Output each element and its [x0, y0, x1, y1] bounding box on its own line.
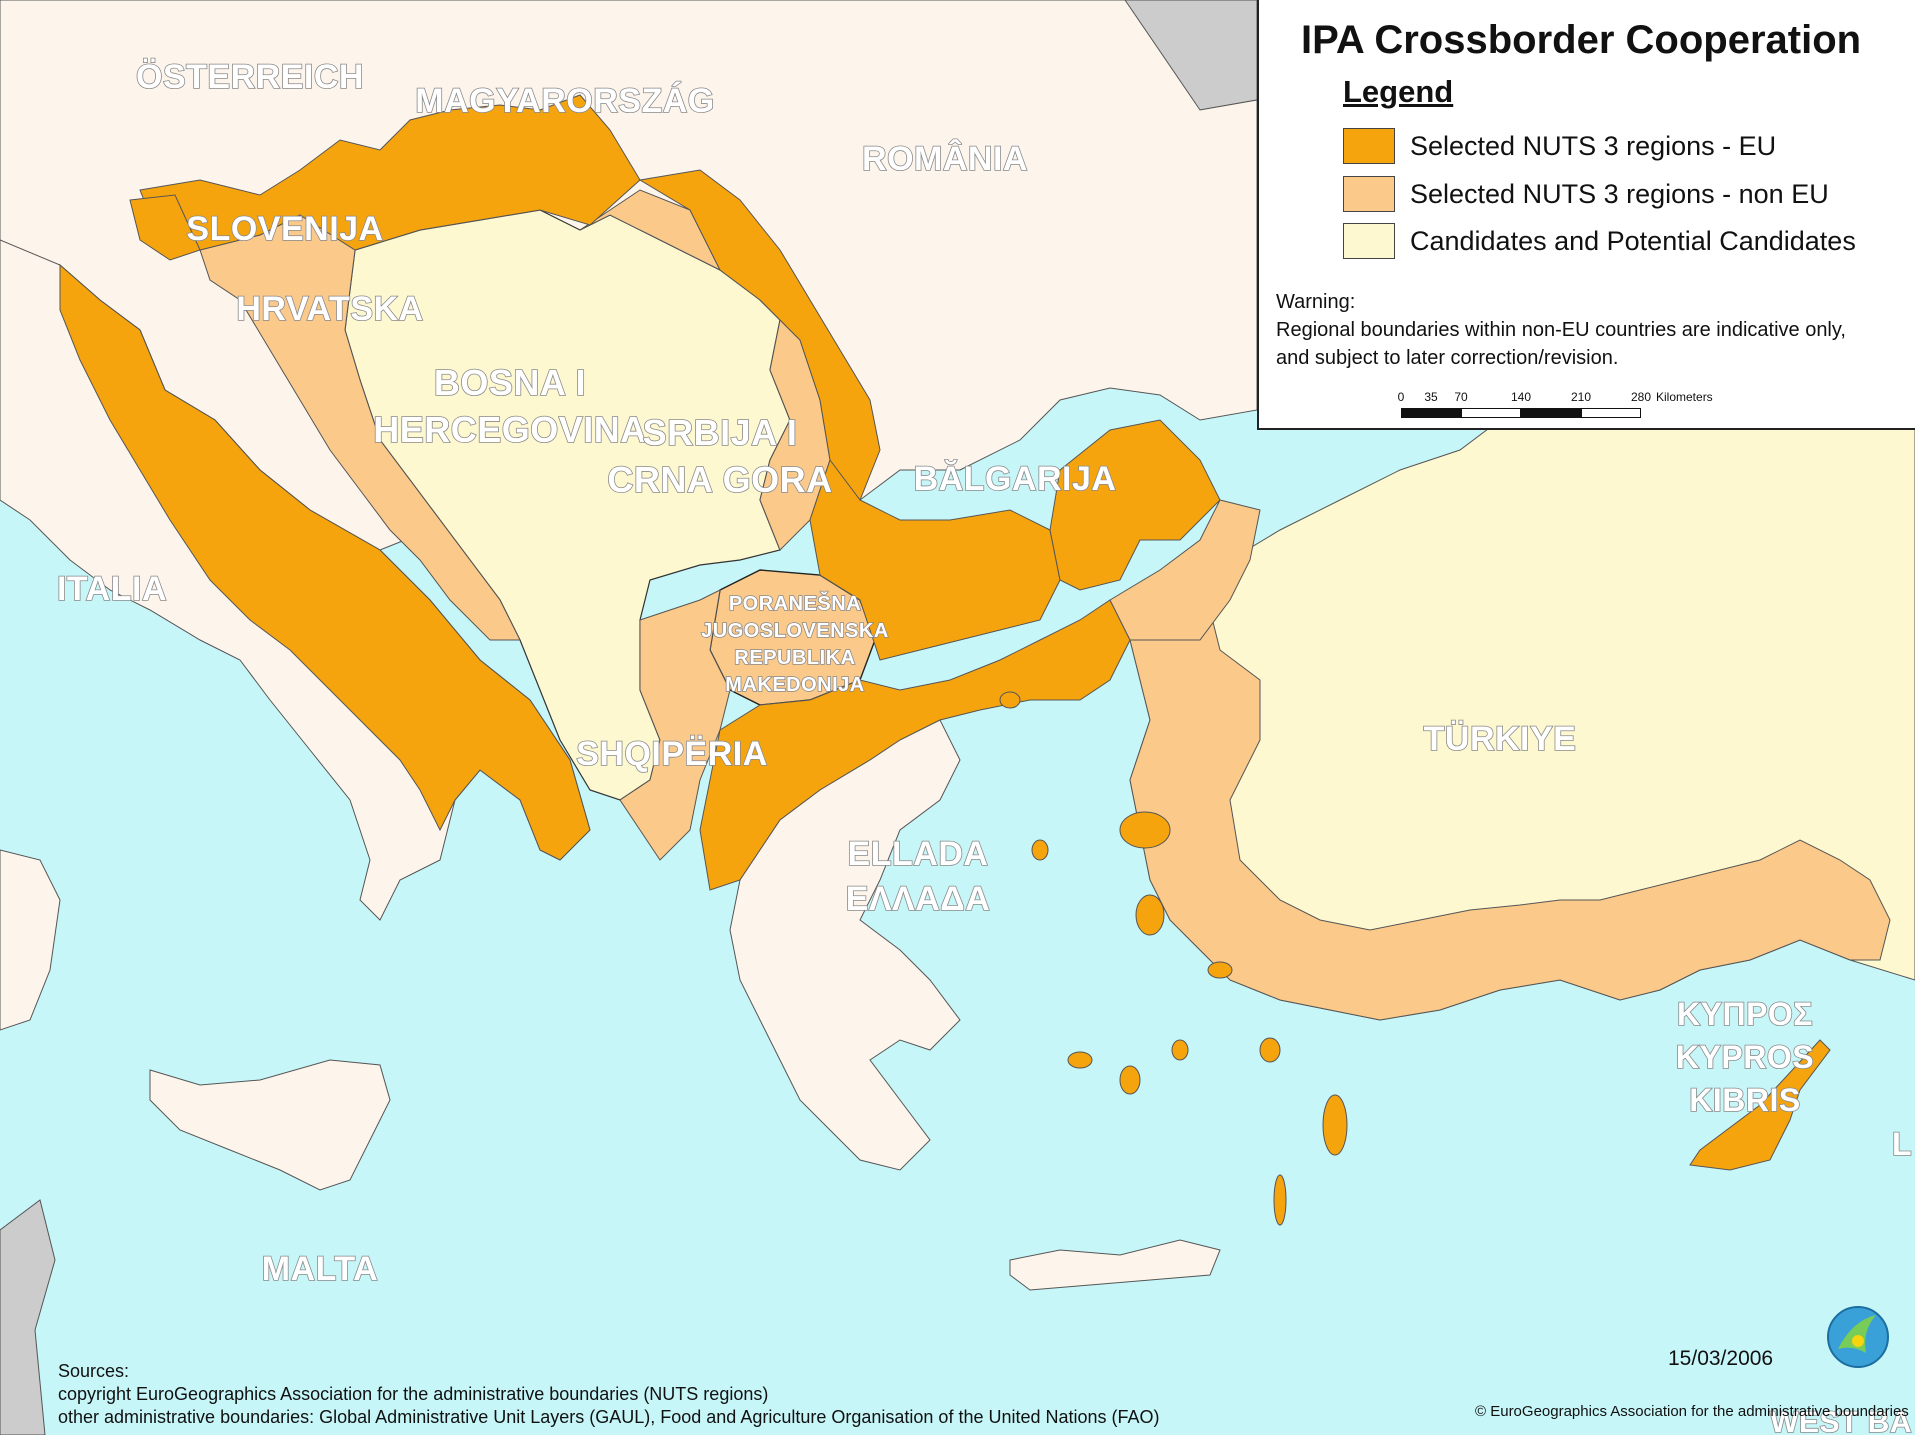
label-austria: ÖSTERREICH	[136, 58, 364, 96]
logo-icon	[1827, 1306, 1889, 1368]
legend-label-eu: Selected NUTS 3 regions - EU	[1410, 130, 1777, 161]
label-macedonia-4: MAKEDONIJA	[725, 674, 864, 696]
legend-swatch-noneu	[1343, 176, 1395, 212]
scale-tick-210: 210	[1570, 390, 1592, 404]
label-bosnia-1: BOSNA I	[434, 362, 586, 403]
region-eu-italy-adriatic	[59, 263, 591, 861]
label-macedonia-1: PORANEŠNA	[729, 591, 861, 615]
scale-segment-3	[1521, 408, 1581, 418]
warning-heading: Warning:	[1276, 291, 1356, 313]
region-eu-slovenia-hungary	[139, 94, 641, 251]
legend-label-noneu: Selected NUTS 3 regions - non EU	[1410, 178, 1829, 209]
label-serbia-2: CRNA GORA	[607, 459, 832, 500]
label-albania: SHQIPËRIA	[576, 735, 768, 773]
legend-item-eu: Selected NUTS 3 regions - EU	[1343, 126, 1776, 166]
region-noneu-croatia-coast	[199, 214, 521, 641]
scale-tick-140: 140	[1510, 390, 1532, 404]
region-eu-aegean-islands	[999, 691, 1348, 1226]
region-noneu-turkey-west	[1129, 559, 1891, 1021]
land-greece	[729, 719, 961, 1171]
label-cyprus-1: ΚΥΠΡΟΣ	[1677, 996, 1813, 1032]
legend-label-candidates: Candidates and Potential Candidates	[1410, 225, 1856, 256]
label-macedonia-2: JUGOSLOVENSKA	[701, 620, 889, 642]
region-eu-bulgaria-east	[1049, 419, 1221, 591]
label-turkey: TÜRKIYE	[1424, 720, 1577, 758]
label-bosnia-2: HERCEGOVINA	[373, 409, 647, 450]
copyright-text: © EuroGeographics Association for the ad…	[1475, 1403, 1909, 1420]
scale-tick-0: 0	[1397, 390, 1405, 404]
region-eu-italy-northeast	[129, 194, 201, 261]
scale-unit: Kilometers	[1656, 390, 1713, 404]
scale-segment-4	[1581, 408, 1641, 418]
scale-bar: 0 35 70 140 210 280 Kilometers	[1397, 390, 1713, 425]
label-malta: MALTA	[262, 1250, 378, 1288]
region-noneu-albania	[619, 589, 731, 861]
warning-line-2: and subject to later correction/revision…	[1276, 347, 1619, 369]
legend-swatch-candidates	[1343, 223, 1395, 259]
land-crete	[1009, 1239, 1221, 1291]
map-title: IPA Crossborder Cooperation	[1301, 18, 1862, 62]
label-greece-1: ELLADA	[848, 835, 989, 873]
legend-heading: Legend	[1343, 74, 1454, 109]
label-edge-bottom: WEST BA	[1770, 1406, 1912, 1435]
legend-item-noneu: Selected NUTS 3 regions - non EU	[1343, 174, 1829, 214]
scale-tick-280: 280	[1630, 390, 1652, 404]
legend-item-candidates: Candidates and Potential Candidates	[1343, 221, 1856, 261]
land-sicily	[149, 1059, 391, 1191]
legend-swatch-eu	[1343, 128, 1395, 164]
land-sardinia	[0, 849, 61, 1031]
legend-panel: IPA Crossborder Cooperation Legend Selec…	[1257, 0, 1915, 430]
sources-line-2: other administrative boundaries: Global …	[58, 1407, 1160, 1427]
label-cyprus-2: KYPROS	[1676, 1039, 1814, 1075]
warning-text: Warning: Regional boundaries within non-…	[1276, 288, 1906, 372]
label-greece-2: ΕΛΛΑΔΑ	[846, 880, 991, 918]
map-date: 15/03/2006	[1668, 1347, 1774, 1370]
sources-block: Sources: copyright EuroGeographics Assoc…	[58, 1360, 1160, 1429]
label-hungary: MAGYARORSZÁG	[415, 82, 714, 120]
label-edge-right: L	[1892, 1126, 1912, 1162]
label-slovenia: SLOVENIJA	[186, 210, 383, 248]
warning-line-1: Regional boundaries within non-EU countr…	[1276, 319, 1846, 341]
sources-line-1: copyright EuroGeographics Association fo…	[58, 1384, 769, 1404]
label-macedonia-3: REPUBLIKA	[734, 647, 855, 669]
label-italy: ITALIA	[57, 570, 167, 608]
label-romania: ROMÂNIA	[862, 140, 1028, 178]
label-croatia: HRVATSKA	[236, 290, 423, 328]
label-serbia-1: SRBIJA I	[643, 412, 798, 453]
land-grey-southwest	[0, 1199, 56, 1435]
scale-segment-1	[1401, 408, 1461, 418]
label-cyprus-3: KIBRIS	[1689, 1082, 1800, 1118]
region-noneu-turkey-thrace	[1109, 499, 1261, 641]
scale-tick-35: 35	[1424, 390, 1438, 404]
scale-segment-2	[1461, 408, 1521, 418]
region-eu-bulgaria	[809, 458, 1061, 661]
sources-heading: Sources:	[58, 1361, 130, 1381]
label-bulgaria: BĂLGARIJA	[914, 460, 1117, 498]
region-eu-cyprus	[1689, 1039, 1831, 1171]
scale-tick-70: 70	[1454, 390, 1468, 404]
